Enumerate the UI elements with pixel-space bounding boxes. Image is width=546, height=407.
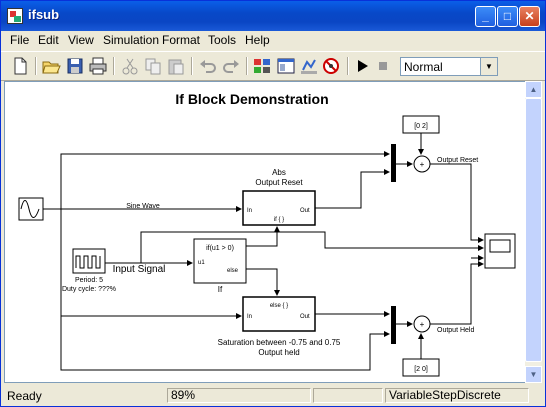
new-icon[interactable] <box>10 56 30 76</box>
menu-format[interactable]: Format <box>162 33 201 47</box>
output-held-label: Output Held <box>437 327 474 334</box>
sat-subsystem-subtitle: Output held <box>258 348 299 357</box>
update-diagram-icon[interactable] <box>299 56 319 76</box>
if-else-port: else <box>227 268 239 274</box>
minimize-button[interactable]: _ <box>475 6 496 27</box>
sum-bottom-block[interactable]: + <box>413 315 431 333</box>
menu-simulation[interactable]: Simulation <box>103 33 160 47</box>
if-block[interactable] <box>193 238 247 284</box>
debugger-icon[interactable] <box>321 56 341 76</box>
model-explorer-icon[interactable] <box>276 56 296 76</box>
save-icon[interactable] <box>65 56 85 76</box>
sum-top-block[interactable]: + <box>413 155 431 173</box>
sat-subsystem-title: Saturation between -0.75 and 0.75 <box>218 338 341 347</box>
abs-subsystem-subtitle: Output Reset <box>255 178 303 187</box>
open-icon[interactable] <box>41 56 61 76</box>
output-reset-label: Output Reset <box>437 157 478 164</box>
toolbar: Normal ▼ <box>1 51 545 81</box>
title-bar[interactable]: ifsub _ □ ✕ <box>1 1 545 31</box>
scroll-up-button[interactable]: ▲ <box>525 81 542 98</box>
sat-out-port: Out <box>300 314 310 320</box>
menu-bar: File Edit View Simulation Format Tools H… <box>1 31 545 50</box>
diagram-canvas[interactable]: If Block Demonstration Period: 5 Duty cy… <box>4 81 527 383</box>
menu-tools[interactable]: Tools <box>208 33 237 47</box>
abs-action-port: if { } <box>274 217 284 223</box>
if-u1-port: u1 <box>198 260 205 266</box>
sat-action-port: else { } <box>270 303 288 309</box>
library-browser-icon[interactable] <box>252 56 272 76</box>
maximize-button[interactable]: □ <box>497 6 518 27</box>
menu-help[interactable]: Help <box>245 33 270 47</box>
block-diagram[interactable]: If Block Demonstration Period: 5 Duty cy… <box>5 82 526 382</box>
simulation-mode-value: Normal <box>404 60 443 74</box>
vertical-scrollbar[interactable]: ▲ ▼ <box>525 81 542 383</box>
undo-icon[interactable] <box>198 56 218 76</box>
pulse-period-label: Period: 5 <box>75 277 103 284</box>
abs-out-port: Out <box>300 208 310 214</box>
print-icon[interactable] <box>88 56 108 76</box>
pulse-duty-label: Duty cycle: ???% <box>62 286 116 293</box>
start-simulation-icon[interactable] <box>352 56 372 76</box>
constant-bottom-value: [2 0] <box>414 366 428 373</box>
abs-in-port: In <box>247 208 252 214</box>
abs-subsystem-title: Abs <box>272 168 286 177</box>
input-signal-label: Input Signal <box>113 264 166 275</box>
pulse-generator-block[interactable] <box>72 248 106 274</box>
if-condition-label: if(u1 > 0) <box>206 245 234 252</box>
sine-wave-block[interactable] <box>18 197 44 221</box>
sat-in-port: In <box>247 314 252 320</box>
copy-icon[interactable] <box>143 56 163 76</box>
scroll-down-button[interactable]: ▼ <box>525 366 542 383</box>
simulation-mode-select[interactable]: Normal ▼ <box>400 57 498 76</box>
mux-top-block[interactable] <box>391 144 396 182</box>
redo-icon[interactable] <box>221 56 241 76</box>
status-state: Ready <box>7 389 42 403</box>
chevron-down-icon[interactable]: ▼ <box>480 58 497 75</box>
simulink-model-icon[interactable] <box>7 8 23 24</box>
svg-text:+: + <box>420 160 425 169</box>
status-empty-cell <box>313 388 383 403</box>
abs-output-reset-subsystem[interactable] <box>242 190 316 226</box>
menu-view[interactable]: View <box>68 33 94 47</box>
status-zoom: 89% <box>167 388 311 403</box>
close-button[interactable]: ✕ <box>519 6 540 27</box>
paste-icon[interactable] <box>166 56 186 76</box>
diagram-title: If Block Demonstration <box>175 91 328 107</box>
status-bar: Ready 89% VariableStepDiscrete <box>1 385 545 406</box>
scroll-thumb[interactable] <box>525 98 542 362</box>
saturation-output-held-subsystem[interactable] <box>242 296 316 332</box>
mux-bottom-block[interactable] <box>391 306 396 344</box>
window-title: ifsub <box>28 7 60 22</box>
menu-edit[interactable]: Edit <box>38 33 59 47</box>
stop-simulation-icon[interactable] <box>373 56 393 76</box>
menu-file[interactable]: File <box>10 33 30 47</box>
if-block-name: If <box>218 285 223 294</box>
sine-wave-signal-label: Sine Wave <box>126 203 160 210</box>
status-solver: VariableStepDiscrete <box>385 388 529 403</box>
cut-icon[interactable] <box>120 56 140 76</box>
svg-text:+: + <box>420 320 425 329</box>
scope-block[interactable] <box>484 233 516 269</box>
constant-top-value: [0 2] <box>414 123 428 130</box>
